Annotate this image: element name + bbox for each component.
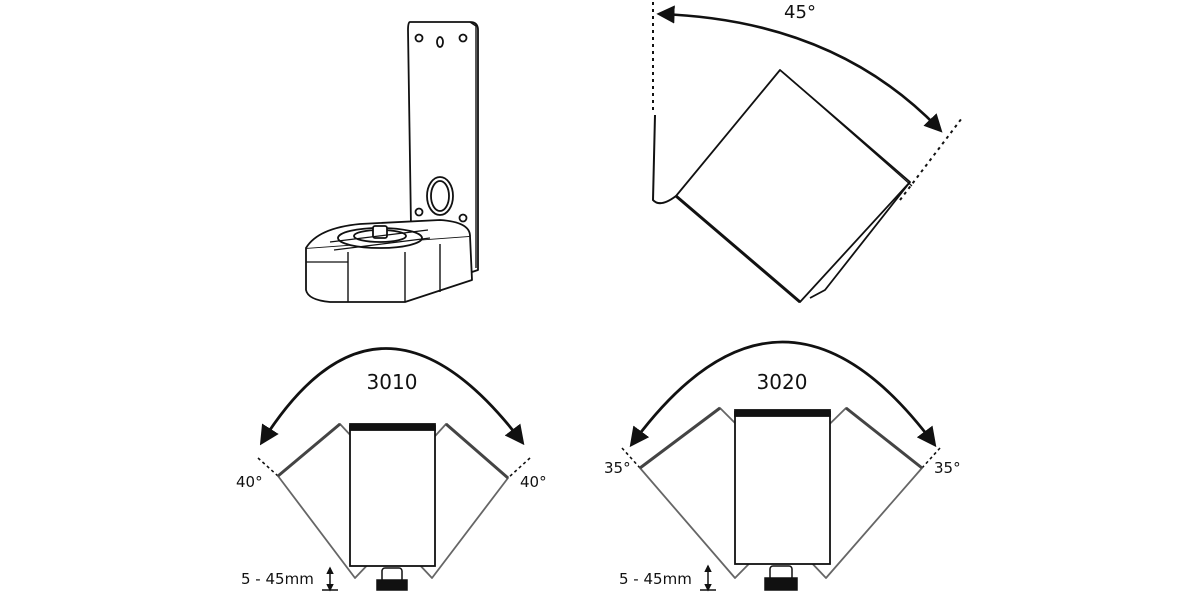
mount-foot (376, 567, 408, 591)
left-angle-label: 40° (236, 473, 263, 491)
speaker-front (349, 423, 436, 567)
wall-bracket-illustration (305, 21, 479, 303)
model-label: 3010 (367, 370, 418, 394)
right-angle-label: 40° (520, 473, 547, 491)
screw-hole-icon (458, 213, 468, 223)
swivel-arc-arrow (629, 340, 937, 448)
tilt-reference-line (899, 117, 963, 201)
bracket-plate-edge (469, 21, 477, 268)
screw-hole-icon (436, 36, 444, 48)
wall-edge (651, 114, 677, 205)
screw-hole-icon (414, 207, 424, 217)
tilt-arc-arrow (656, 5, 943, 133)
tilt-angle-label: 45° (784, 2, 816, 23)
model-label: 3020 (757, 370, 808, 394)
right-angle-label: 35° (934, 459, 961, 477)
tilted-speaker (675, 69, 913, 304)
panel-3010: 3010 40° 40° 5 - 45mm (236, 347, 547, 592)
screw-hole-icon (414, 33, 424, 43)
mount-foot (764, 565, 798, 591)
swivel-arc-arrow (259, 347, 525, 446)
left-angle-label: 35° (604, 459, 631, 477)
panel-3020: 3020 35° 35° 5 - 45mm (604, 340, 961, 592)
tilt-view: 45° (651, 2, 963, 304)
offset-range-label: 5 - 45mm (619, 570, 692, 588)
offset-range-label: 5 - 45mm (241, 570, 314, 588)
screw-hole-icon (458, 33, 468, 43)
cable-hole-icon (430, 180, 450, 212)
speaker-front (734, 409, 831, 565)
